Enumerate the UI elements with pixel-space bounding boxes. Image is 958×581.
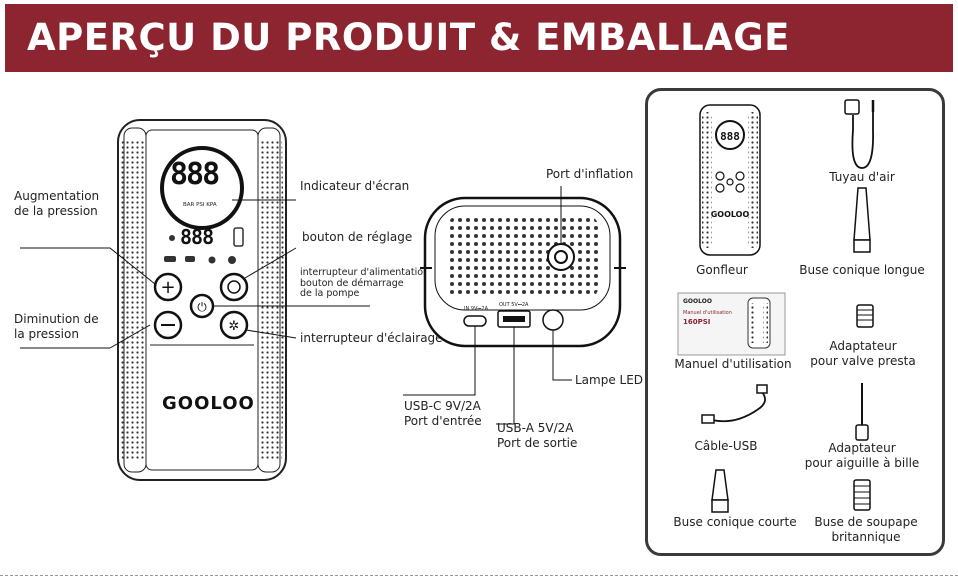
pkg-needle-adapter: Adaptateur pour aiguille à bille (797, 441, 927, 471)
label-usba-line1: USB-A 5V/2A (497, 421, 574, 435)
header-banner: APERÇU DU PRODUIT & EMBALLAGE (5, 4, 953, 72)
svg-text:+: + (160, 277, 175, 298)
pkg-presta-line1: Adaptateur (829, 339, 897, 353)
pkg-manual: Manuel d'utilisation (674, 357, 792, 371)
label-led: Lampe LED (575, 373, 644, 387)
pkg-british-line1: Buse de soupape (814, 515, 918, 529)
small-display-digits: 888 (180, 225, 214, 249)
label-pressure-up: Augmentation de la pression (14, 189, 99, 219)
usba-marking: OUT 5V⎓2A (499, 302, 529, 308)
pkg-usb-cable: Câble-USB (694, 439, 758, 453)
svg-text:888: 888 (720, 130, 740, 143)
svg-text:⏻: ⏻ (197, 300, 207, 314)
label-pressure-down-line2: la pression (14, 327, 79, 341)
pkg-long-nozzle: Buse conique longue (799, 263, 925, 277)
label-power-line3: de la pompe (300, 288, 360, 299)
label-power-line2: bouton de démarrage (300, 277, 404, 289)
manual-brand: GOOLOO (683, 298, 712, 305)
label-usba: USB-A 5V/2A Port de sortie (497, 421, 577, 451)
label-pressure-down-line1: Diminution de (14, 312, 99, 326)
pkg-presta-adapter: Adaptateur pour valve presta (804, 339, 922, 369)
bottom-divider (0, 575, 958, 576)
pkg-needle-line2: pour aiguille à bille (804, 456, 920, 470)
label-screen: Indicateur d'écran (300, 179, 410, 193)
label-usbc-line1: USB-C 9V/2A (404, 399, 481, 413)
plus-button-graphic (153, 272, 183, 302)
manual-cover-psi: 160PSI (683, 318, 711, 326)
svg-text:✲: ✲ (229, 319, 240, 334)
pkg-short-nozzle: Buse conique courte (673, 515, 797, 529)
label-pressure-up-line1: Augmentation (14, 189, 100, 203)
display-units: BAR PSI KPA (183, 202, 217, 208)
label-power-line1: interrupteur d'alimentation / (300, 267, 436, 278)
label-usbc: USB-C 9V/2A Port d'entrée (404, 399, 482, 429)
usbc-marking: IN 9V⎓2A (464, 306, 488, 312)
pkg-british-line2: britannique (831, 530, 901, 544)
label-settings: bouton de réglage (302, 230, 413, 244)
page-title: APERÇU DU PRODUIT & EMBALLAGE (27, 16, 790, 59)
pkg-british-valve: Buse de soupape britannique (802, 515, 930, 545)
device-brand-logo: GOOLOO (162, 393, 255, 414)
label-light: interrupteur d'éclairage (300, 331, 443, 345)
pkg-air-hose: Tuyau d'air (829, 170, 895, 184)
svg-text:GOOLOO: GOOLOO (711, 210, 750, 219)
label-inflation-port: Port d'inflation (546, 167, 634, 181)
pkg-presta-line2: pour valve presta (810, 354, 916, 368)
pkg-needle-line1: Adaptateur (828, 441, 896, 455)
manual-cover-title: Manuel d'utilisation (683, 310, 732, 316)
label-usba-line2: Port de sortie (497, 436, 578, 450)
label-usbc-line2: Port d'entrée (404, 414, 482, 428)
label-pressure-down: Diminution de la pression (14, 312, 99, 342)
pkg-inflator: Gonfleur (696, 263, 748, 277)
label-power: interrupteur d'alimentation / bouton de … (300, 267, 436, 300)
label-pressure-up-line2: de la pression (14, 204, 98, 218)
